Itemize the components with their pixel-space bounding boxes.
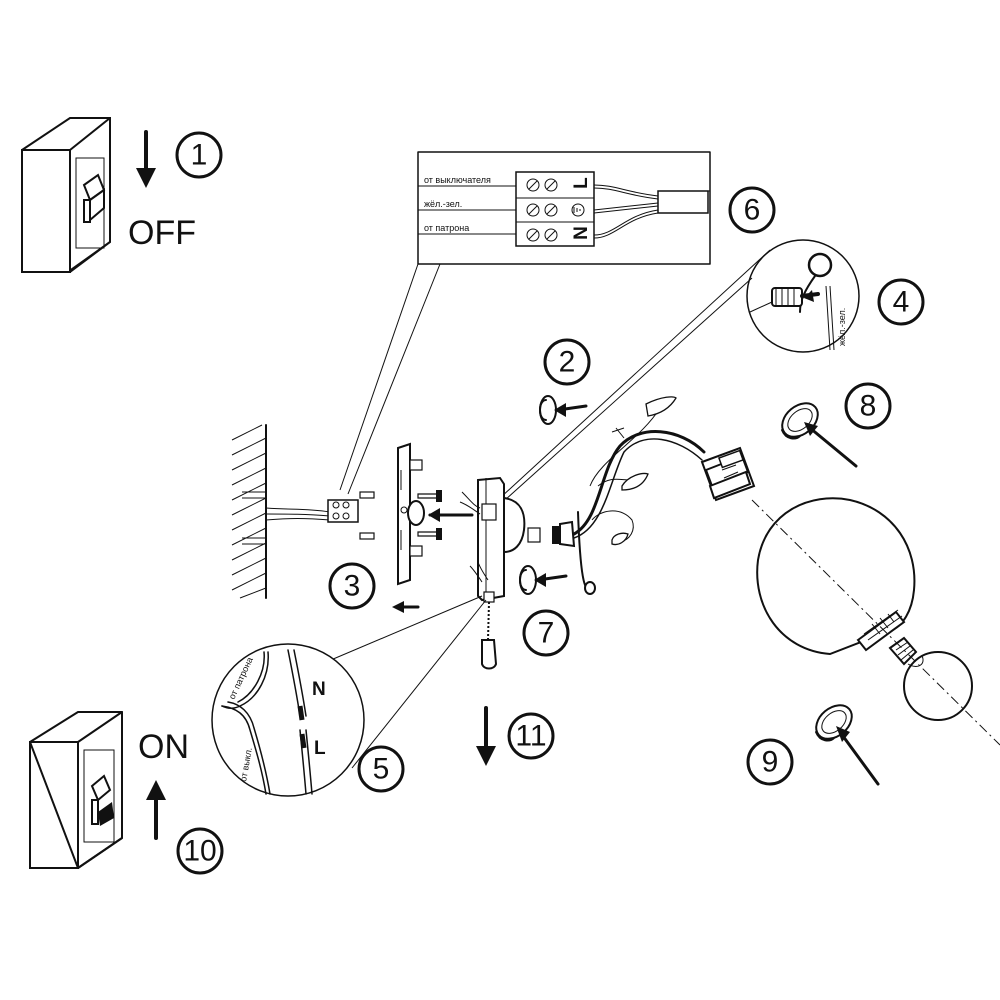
arrow-up-icon: [146, 780, 166, 840]
off-label: OFF: [128, 214, 196, 252]
ring-8: [781, 402, 858, 468]
wire-detail-inset: от патрона от выкл. N L: [211, 595, 487, 797]
ground-wire-label: жёл.-зел.: [837, 308, 847, 346]
arrow-down-icon: [136, 130, 156, 188]
assembly-axis: [751, 499, 1000, 746]
step-8-label: 8: [860, 390, 877, 423]
mounting-bar: [397, 442, 423, 586]
yellow-green-label: жёл.-зел.: [424, 199, 462, 209]
ring-9: [815, 704, 880, 786]
step-2-label: 2: [559, 346, 576, 379]
socket-holder: [700, 446, 756, 502]
terminal-l-label: L: [571, 177, 592, 189]
terminal-n-label: N: [571, 226, 592, 240]
step-1-badge: 1: [175, 131, 223, 179]
step-7-badge: 7: [522, 609, 570, 657]
light-bulb: [888, 636, 973, 721]
lamp-arm: [527, 396, 706, 595]
ground-detail-inset: жёл.-зел. 4: [499, 239, 925, 501]
ground-symbol-icon: [571, 203, 585, 217]
step-2-badge: 2: [543, 338, 591, 386]
mounting-screws: [407, 490, 442, 540]
step-4-label: 4: [893, 286, 910, 319]
step-4-badge: 4: [877, 278, 925, 326]
step-9-badge: 9: [746, 738, 794, 786]
glass-shade: [756, 497, 916, 656]
arrow-left-icon: [392, 601, 420, 613]
screw-icon: [526, 178, 558, 242]
wall-switch-icon: [21, 117, 111, 273]
cap-7: [519, 565, 568, 595]
wall-section: [231, 424, 375, 599]
step-1-label: 1: [191, 139, 208, 172]
on-label: ON: [138, 728, 189, 766]
step-3-label: 3: [344, 570, 361, 603]
step-10-label: 10: [183, 835, 216, 868]
step-6-label: 6: [744, 194, 761, 227]
step-8-badge: 8: [844, 382, 892, 430]
terminal-block-inset: от выключателя жёл.-зел. от патрона L N: [339, 151, 776, 495]
step-9-label: 9: [762, 746, 779, 779]
from-socket-label: от патрона: [424, 223, 469, 233]
wall-switch-icon: [29, 711, 123, 869]
arrow-left-icon: [428, 508, 474, 522]
step-10-badge: 10: [176, 827, 224, 875]
step-5-label: 5: [373, 753, 390, 786]
lamp-base: [459, 476, 526, 670]
step-7-label: 7: [538, 617, 555, 650]
cap-2: [539, 395, 588, 425]
step-5-badge: 5: [357, 745, 405, 793]
detail-l-label: L: [314, 738, 326, 759]
pull-chain: [481, 601, 498, 670]
step-11-badge: 11: [507, 712, 555, 760]
arrow-down-icon: [476, 706, 496, 766]
step-11-label: 11: [515, 720, 546, 753]
detail-n-label: N: [312, 679, 326, 700]
from-switch-label: от выключателя: [424, 175, 491, 185]
step-3-badge: 3: [328, 562, 376, 610]
wall-terminal-block: [327, 499, 359, 523]
switch-on-panel: ON 10: [29, 711, 224, 875]
switch-off-panel: 1 OFF: [21, 117, 223, 273]
step-6-badge: 6: [728, 186, 776, 234]
